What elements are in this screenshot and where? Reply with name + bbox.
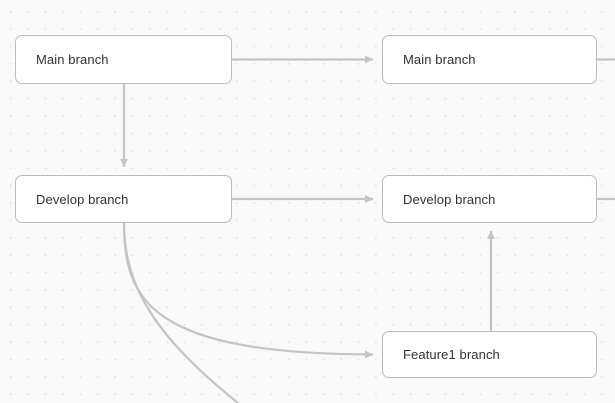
node-label: Main branch bbox=[403, 52, 476, 67]
node-label: Feature1 branch bbox=[403, 347, 500, 362]
node-main-branch-left[interactable]: Main branch bbox=[15, 35, 232, 84]
node-label: Develop branch bbox=[403, 191, 496, 207]
node-develop-branch-right[interactable]: Develop branch bbox=[382, 175, 597, 223]
node-feature1-branch[interactable]: Feature1 branch bbox=[382, 331, 597, 378]
node-main-branch-right[interactable]: Main branch bbox=[382, 35, 597, 84]
node-label: Develop branch bbox=[36, 191, 129, 207]
edge-develop-left-to-feature1 bbox=[122, 222, 374, 359]
node-develop-branch-left[interactable]: Develop branch bbox=[15, 175, 232, 223]
edge-develop-left-to-offscreen bbox=[122, 222, 239, 403]
node-label: Main branch bbox=[36, 52, 109, 67]
